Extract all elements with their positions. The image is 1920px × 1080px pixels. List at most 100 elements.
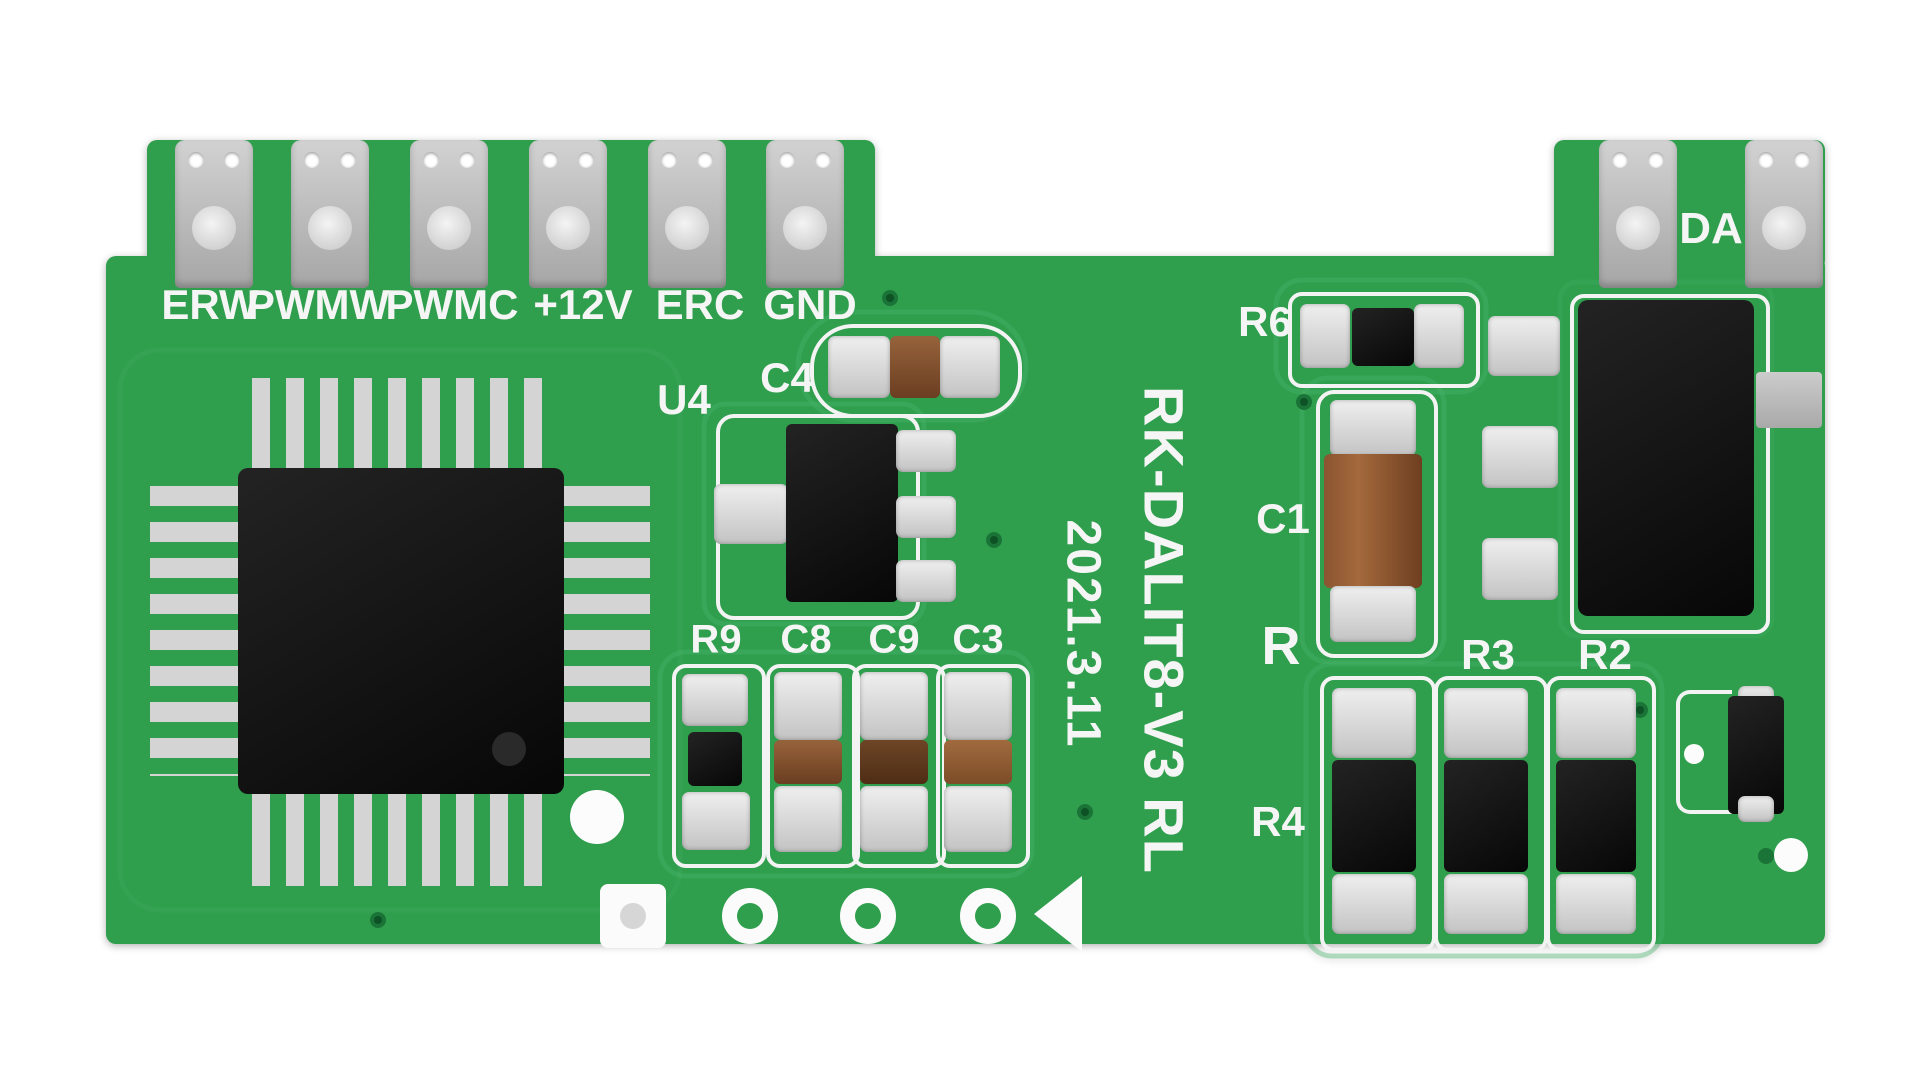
mount-hole [840,888,896,944]
terminal-hole-small [697,152,713,168]
u4-pin-pad [896,560,956,602]
terminal-label-gnd: GND [763,281,857,328]
terminal-hole-small [304,152,320,168]
terminal-hole-large [1616,206,1660,250]
capacitor-c8-pad [774,672,842,740]
chip-orientation-dot [492,732,526,766]
capacitor-c8-body [774,740,842,784]
silkscreen-dot [1684,744,1704,764]
capacitor-c3-pad [944,672,1012,740]
terminal-hole-large [1762,206,1806,250]
r6-silkscreen [1288,292,1480,388]
label-r-partial: R [1261,616,1301,676]
capacitor-c9-pad [860,672,928,740]
u4-pin-pad [896,496,956,538]
label-c4: C4 [760,354,814,401]
terminal-hole-small [1758,152,1774,168]
square-pad-hole [620,903,646,929]
resistor-r3-pad [1444,688,1528,758]
resistor-r6-body [1352,308,1414,366]
terminal-hole-small [459,152,475,168]
resistor-r4-body [1332,760,1416,872]
terminal-hole-small [815,152,831,168]
resistor-r2-body [1556,760,1636,872]
label-c9: C9 [868,617,920,662]
square-pad [600,884,666,948]
terminal-label-pwmc: PWMC [385,281,519,328]
resistor-r9-body [688,732,742,786]
solder-pad-dot [1774,838,1808,872]
power-ic-pad [1482,538,1558,600]
terminal-hole-large [192,206,236,250]
resistor-r9-pad [682,792,750,850]
label-r2: R2 [1578,631,1632,678]
capacitor-c1-pad [1330,400,1416,456]
via-hole [886,294,894,302]
copper-outline [657,649,1035,879]
terminal-pwmw [291,140,369,288]
capacitor-c4-pad-left [828,336,890,398]
silkscreen-date: 2021.3.11 [1056,519,1110,749]
u4-tab-pad [714,484,788,544]
via-hole [374,916,382,924]
terminal-hole-large [783,206,827,250]
terminal-da-1 [1599,140,1677,288]
power-ic-body [1578,300,1754,616]
capacitor-c4-pad-right [940,336,1000,398]
u4-pin-pad [896,430,956,472]
label-u4: U4 [657,376,711,423]
resistor-r3-body [1444,760,1528,872]
r9-silkscreen [672,664,766,868]
capacitor-c4-body [890,336,940,398]
power-ic-pad [1488,316,1560,376]
mount-hole [722,888,778,944]
terminal-pwmc [410,140,488,288]
terminal-hole-small [578,152,594,168]
terminal-hole-small [779,152,795,168]
small-component-silkscreen-bracket [1676,690,1732,814]
capacitor-c9-body [860,740,928,784]
terminal-hole-small [1794,152,1810,168]
via-holes [370,290,1774,928]
terminal-hole-small [224,152,240,168]
power-ic-silkscreen [1570,294,1770,634]
terminal-hole-large [665,206,709,250]
small-component-pad [1738,796,1774,822]
resistor-r2-silkscreen [1546,676,1656,952]
terminal-hole-small [1648,152,1664,168]
copper-outline [1299,375,1447,665]
terminal-label-erw: ERW [161,281,259,328]
label-r6: R6 [1238,298,1292,345]
resistor-r4-pad [1332,688,1416,758]
mcu-pins-top [252,378,558,470]
terminal-label-erc: ERC [655,281,745,328]
label-r9: R9 [690,617,742,662]
resistor-r2-pad [1556,874,1636,934]
terminal-gnd [766,140,844,288]
copper-outline [117,347,683,913]
label-r4: R4 [1251,798,1305,845]
small-component-body [1728,696,1784,814]
terminal-hole-small [661,152,677,168]
mcu-pins-bottom [252,792,558,886]
via-hole [1758,848,1774,864]
c4-silkscreen [810,324,1022,418]
via-hole [1300,398,1308,406]
c8-silkscreen [766,664,860,868]
terminal-hole-small [1612,152,1628,168]
power-ic-tab [1756,372,1822,428]
resistor-r4-pad [1332,874,1416,934]
label-c1: C1 [1256,495,1310,542]
terminal-erc [648,140,726,288]
capacitor-c1-pad [1330,586,1416,642]
silkscreen-model: RK-DALIT8-V3 RL [1132,386,1196,874]
silkscreen-triangle-marker [1034,876,1082,952]
label-c8: C8 [780,617,832,662]
label-c3: C3 [952,617,1004,662]
mcu-pins-left [150,486,238,776]
capacitor-c3-pad [944,786,1012,852]
terminal-hole-small [188,152,204,168]
terminal-erw [175,140,253,288]
resistor-r2-pad [1556,688,1636,758]
c1-silkscreen [1316,390,1438,658]
